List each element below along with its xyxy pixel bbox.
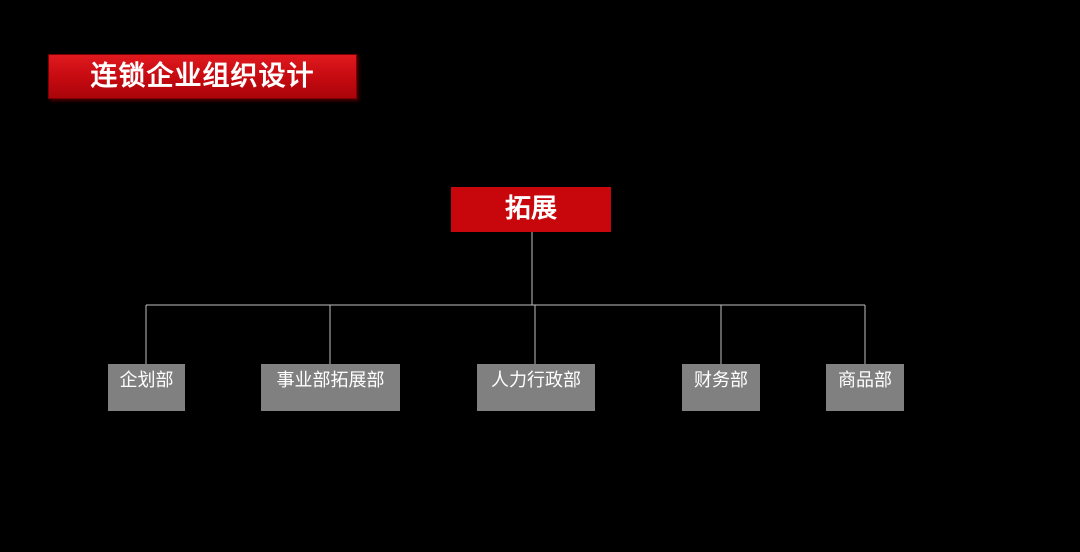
- dept-node-planning: 企划部: [108, 364, 185, 411]
- dept-node-merchandise: 商品部: [826, 364, 904, 411]
- dept-node-finance: 财务部: [682, 364, 760, 411]
- dept-node-hr-admin: 人力行政部: [477, 364, 595, 411]
- org-root-node: 拓展: [451, 187, 611, 232]
- dept-node-business-expansion: 事业部拓展部: [261, 364, 400, 411]
- slide-title: 连锁企业组织设计: [48, 54, 357, 99]
